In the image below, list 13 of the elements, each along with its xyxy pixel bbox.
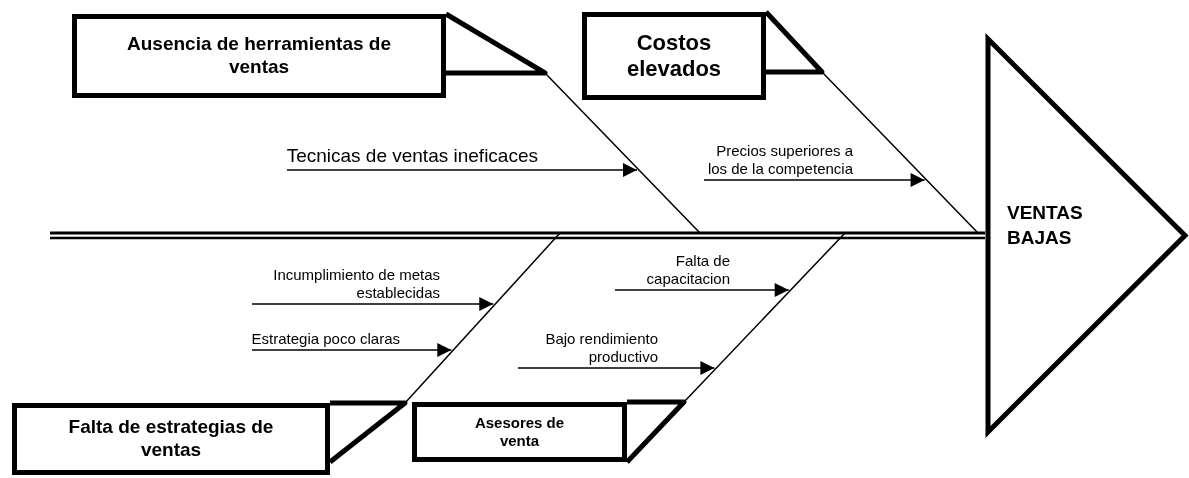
arrow bbox=[517, 361, 716, 375]
arrow bbox=[251, 297, 494, 311]
cause-label: Falta de capacitacion bbox=[615, 248, 730, 290]
cause-label: Estrategia poco claras bbox=[251, 328, 400, 350]
arrow bbox=[251, 343, 453, 357]
cause-label: Precios superiores a los de la competencia bbox=[704, 116, 853, 180]
cause-label: Bajo rendimiento productivo bbox=[518, 326, 658, 368]
cause-label: Tecnicas de ventas ineficaces bbox=[286, 142, 538, 170]
cause-label: Incumplimiento de metas establecidas bbox=[252, 262, 440, 304]
arrow bbox=[614, 283, 790, 297]
arrow bbox=[703, 173, 926, 187]
effect-triangle: VENTAS BAJAS bbox=[985, 33, 1189, 438]
arrow bbox=[286, 163, 638, 177]
